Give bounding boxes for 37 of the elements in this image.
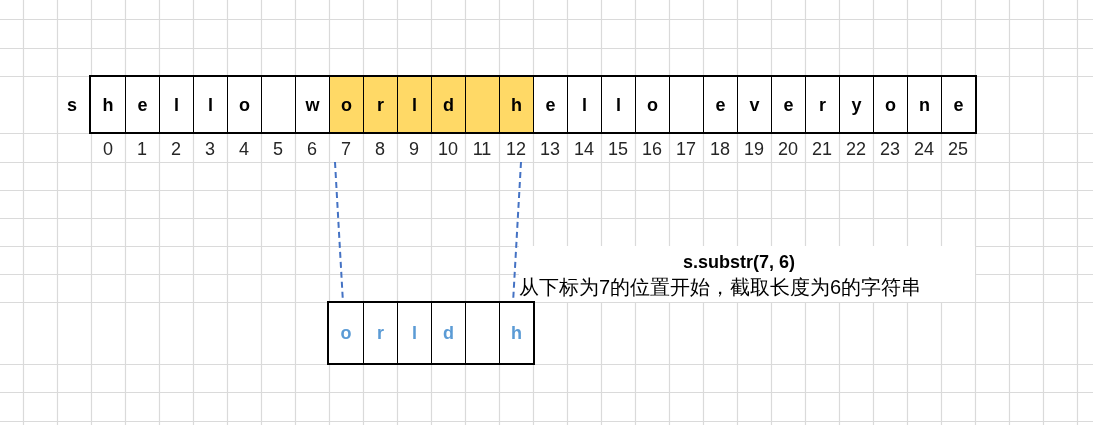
index-label: 2 [170, 138, 182, 161]
index-label: 20 [777, 138, 799, 161]
index-label: 5 [272, 138, 284, 161]
index-label: 25 [947, 138, 969, 161]
substring-array [327, 301, 535, 365]
description-text: 从下标为7的位置开始，截取长度为6的字符串 [519, 275, 922, 300]
empty-cell [465, 77, 499, 132]
index-label: 12 [499, 136, 533, 162]
index-label: 10 [437, 138, 459, 161]
index-label: 22 [845, 138, 867, 161]
character-cell: h [499, 77, 533, 132]
index-label: 14 [573, 138, 595, 161]
index-label: 3 [204, 138, 216, 161]
index-label: 24 [913, 138, 935, 161]
index-label: 7 [329, 136, 363, 162]
index-label: 15 [607, 138, 629, 161]
character-cell: l [397, 77, 431, 132]
index-label: 23 [879, 138, 901, 161]
index-label: 4 [238, 138, 250, 161]
index-label: 16 [641, 138, 663, 161]
string-array [89, 75, 977, 134]
code-expression: s.substr(7, 6) [682, 251, 795, 273]
index-label: 21 [811, 138, 833, 161]
index-label: 11 [471, 138, 493, 161]
character-cell: r [363, 77, 397, 132]
index-label: 19 [743, 138, 765, 161]
index-label: 0 [102, 138, 114, 161]
index-label: 17 [675, 138, 697, 161]
character-cell: o [329, 77, 363, 132]
index-label: 18 [709, 138, 731, 161]
index-label: 8 [374, 138, 386, 161]
variable-name: s [66, 93, 78, 117]
index-label: 9 [408, 138, 420, 161]
index-label: 13 [539, 138, 561, 161]
index-label: 6 [306, 138, 318, 161]
character-cell: d [431, 77, 465, 132]
index-label: 1 [136, 138, 148, 161]
